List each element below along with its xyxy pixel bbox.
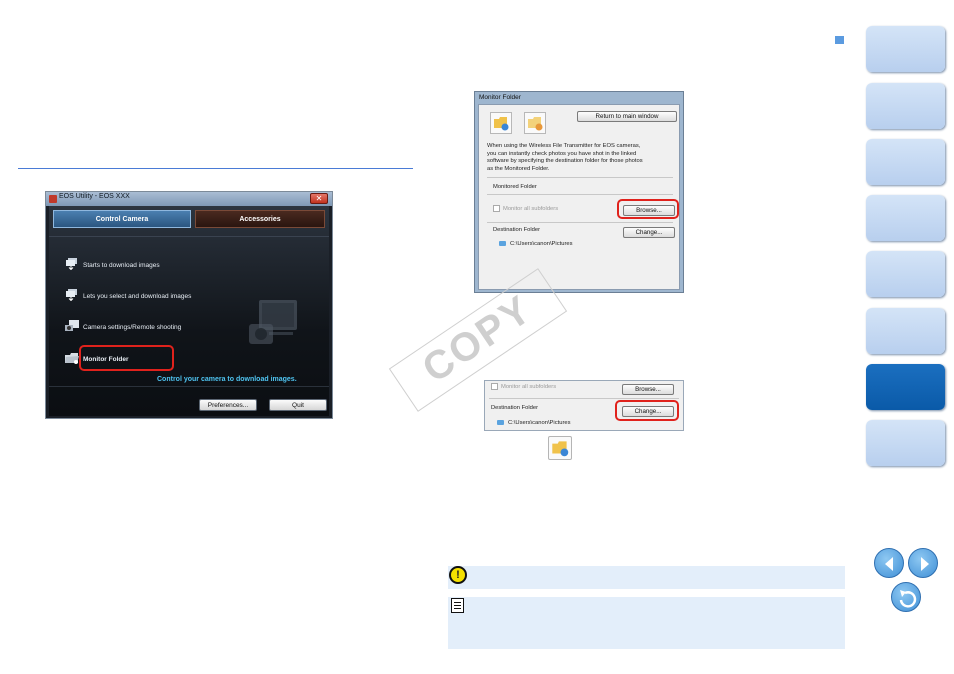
tab-accessories[interactable]: Accessories bbox=[195, 210, 325, 228]
eos-divider bbox=[49, 236, 329, 237]
return-icon[interactable] bbox=[891, 582, 921, 612]
path-text: C:\Users\canon\Pictures bbox=[508, 420, 571, 427]
close-icon[interactable]: ✕ bbox=[310, 193, 328, 204]
option-select-download[interactable]: Lets you select and download images bbox=[66, 289, 192, 301]
memo-icon bbox=[451, 598, 464, 613]
folder-settings-icon[interactable] bbox=[490, 112, 512, 134]
monitor-window-content: Return to main window When using the Wir… bbox=[478, 104, 680, 290]
folder-open-glyph-icon bbox=[528, 117, 543, 131]
section-marker bbox=[835, 36, 844, 44]
quit-button[interactable]: Quit bbox=[269, 399, 327, 411]
nav-tab-3[interactable] bbox=[866, 139, 945, 185]
description-line: you can instantly check photos you have … bbox=[487, 150, 637, 157]
monitor-window-title: Monitor Folder bbox=[479, 94, 521, 101]
monitor-subfolders-checkbox[interactable]: Monitor all subfolders bbox=[493, 205, 558, 214]
folder-icon bbox=[499, 241, 506, 246]
nav-tab-7-active[interactable] bbox=[866, 364, 945, 410]
caution-note bbox=[448, 566, 845, 589]
description-line: software by specifying the destination f… bbox=[487, 158, 643, 165]
checkbox-box bbox=[493, 205, 500, 212]
nav-tab-1[interactable] bbox=[866, 26, 945, 72]
prev-page-icon[interactable] bbox=[874, 548, 904, 578]
change-highlight bbox=[615, 400, 679, 421]
change-button[interactable]: Change... bbox=[623, 227, 675, 238]
divider bbox=[489, 398, 679, 399]
download-icon bbox=[66, 258, 77, 270]
tab-control-camera[interactable]: Control Camera bbox=[53, 210, 191, 228]
option-label: Monitor Folder bbox=[83, 356, 129, 363]
browse-button[interactable]: Browse... bbox=[623, 205, 675, 216]
return-to-main-button[interactable]: Return to main window bbox=[577, 111, 677, 122]
preferences-button[interactable]: Preferences... bbox=[199, 399, 257, 411]
eos-bottom-divider bbox=[49, 386, 329, 387]
change-button[interactable]: Change... bbox=[622, 406, 674, 417]
folder-open-icon[interactable] bbox=[524, 112, 546, 134]
memo-note bbox=[448, 597, 845, 649]
option-label: Camera settings/Remote shooting bbox=[83, 324, 182, 331]
description-line: as the Monitored Folder. bbox=[487, 165, 550, 172]
warning-icon: ! bbox=[449, 566, 467, 584]
description-line: When using the Wireless File Transmitter… bbox=[487, 143, 641, 149]
section-rule bbox=[18, 168, 413, 169]
folder-icon bbox=[497, 420, 504, 425]
folder-settings-icon bbox=[548, 436, 572, 460]
next-page-icon[interactable] bbox=[908, 548, 938, 578]
divider bbox=[487, 222, 673, 223]
monitor-subfolders-checkbox[interactable]: Monitor all subfolders bbox=[491, 383, 556, 392]
destination-folder-label: Destination Folder bbox=[493, 227, 541, 233]
checkbox-box bbox=[491, 383, 498, 390]
monitored-folder-label: Monitored Folder bbox=[493, 184, 537, 190]
monitor-folder-highlight bbox=[79, 345, 174, 371]
path-text: C:\Users\canon\Pictures bbox=[510, 241, 573, 248]
option-monitor-folder[interactable]: Monitor Folder bbox=[65, 353, 129, 364]
nav-tab-2[interactable] bbox=[866, 83, 945, 129]
subfolders-label: Monitor all subfolders bbox=[501, 384, 557, 391]
nav-tab-8[interactable] bbox=[866, 420, 945, 466]
select-download-icon bbox=[66, 289, 77, 301]
camera-monitor-icon bbox=[249, 300, 297, 344]
option-remote-shooting[interactable]: Camera settings/Remote shooting bbox=[65, 320, 182, 331]
eos-utility-window: EOS Utility - EOS XXX ✕ Control Camera A… bbox=[45, 191, 333, 419]
monitor-folder-window: Monitor Folder Return to main window Whe… bbox=[474, 91, 684, 293]
monitor-folder-icon bbox=[65, 353, 79, 364]
option-label: Starts to download images bbox=[83, 262, 160, 269]
folder-add-icon bbox=[494, 117, 509, 131]
destination-path: C:\Users\canon\Pictures bbox=[497, 420, 571, 428]
nav-tab-5[interactable] bbox=[866, 251, 945, 297]
divider bbox=[487, 194, 673, 195]
destination-path: C:\Users\canon\Pictures bbox=[499, 241, 573, 249]
browse-highlight bbox=[617, 199, 679, 219]
eos-window-title: EOS Utility - EOS XXX bbox=[59, 193, 130, 200]
eos-title-bar: EOS Utility - EOS XXX ✕ bbox=[46, 192, 332, 206]
folder-add-icon bbox=[552, 441, 569, 457]
divider bbox=[487, 177, 673, 178]
destination-folder-label: Destination Folder bbox=[491, 405, 539, 411]
browse-button[interactable]: Browse... bbox=[622, 384, 674, 395]
nav-tab-6[interactable] bbox=[866, 308, 945, 354]
eos-tagline: Control your camera to download images. bbox=[157, 376, 297, 383]
camera-settings-icon bbox=[65, 320, 79, 331]
option-label: Lets you select and download images bbox=[83, 293, 192, 300]
app-icon bbox=[49, 195, 57, 203]
eos-body: Control Camera Accessories Starts to dow… bbox=[49, 206, 329, 416]
nav-tab-4[interactable] bbox=[866, 195, 945, 241]
subfolders-label: Monitor all subfolders bbox=[503, 206, 559, 213]
destination-change-crop: Monitor all subfolders Browse... Destina… bbox=[484, 380, 684, 431]
option-download-all[interactable]: Starts to download images bbox=[66, 258, 160, 270]
